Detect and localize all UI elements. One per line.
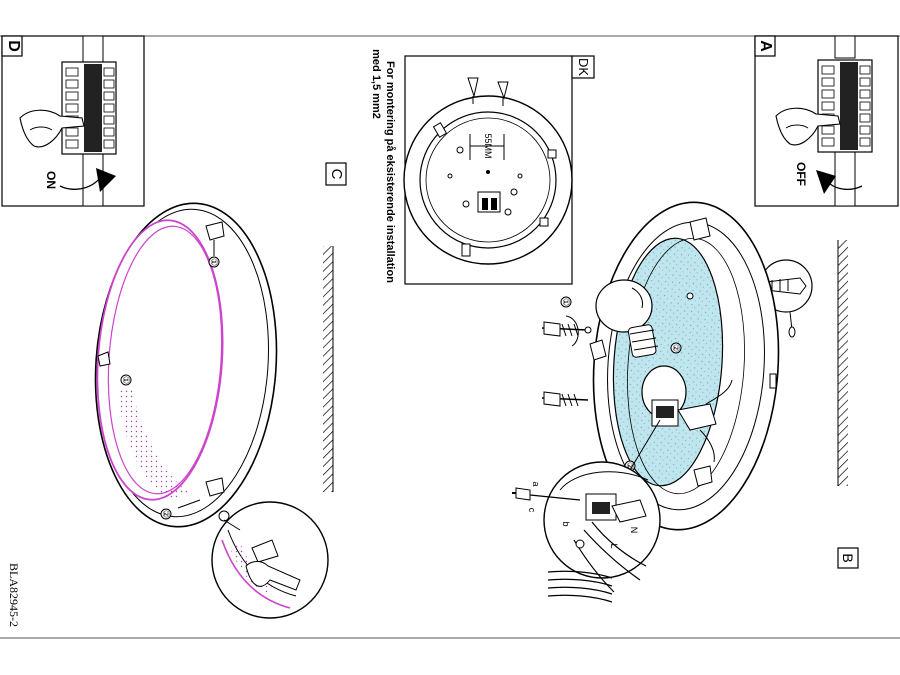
panel-dk-label: DK [576, 57, 591, 77]
callout-b-bulb: ② [671, 343, 681, 353]
callout-c-bottom: ② [161, 509, 171, 519]
wire-label-n: N [629, 526, 639, 534]
panel-a-switch-text: OFF [794, 162, 808, 186]
panel-c [94, 162, 347, 619]
panel-b [512, 201, 859, 603]
wire-label-b: b [561, 521, 571, 527]
callout-b-holder: ② [625, 461, 635, 471]
wire-label-a: a [531, 481, 541, 487]
panel-d [1, 35, 145, 207]
panel-dk-dimension: 55MM [483, 133, 493, 159]
callout-c-top: ① [209, 257, 219, 267]
panel-c-label: C [328, 168, 345, 180]
callout-b-screw: ① [561, 297, 571, 307]
callout-c-left: ① [121, 375, 131, 385]
panel-dk-note-line2: med 1,5 mm2 [370, 49, 382, 119]
document-code: BLA82945-2 [7, 563, 21, 627]
panel-d-label: D [5, 40, 22, 52]
panel-d-switch-text: ON [44, 171, 58, 189]
panel-a-label: A [757, 40, 774, 52]
panel-dk [403, 55, 595, 285]
panel-b-label: B [840, 553, 856, 563]
wire-label-c: c [527, 507, 537, 513]
panel-a [754, 35, 899, 207]
wire-label-l: L [609, 543, 619, 549]
panel-dk-note-line1: For montering på eksisterende installati… [384, 61, 396, 283]
